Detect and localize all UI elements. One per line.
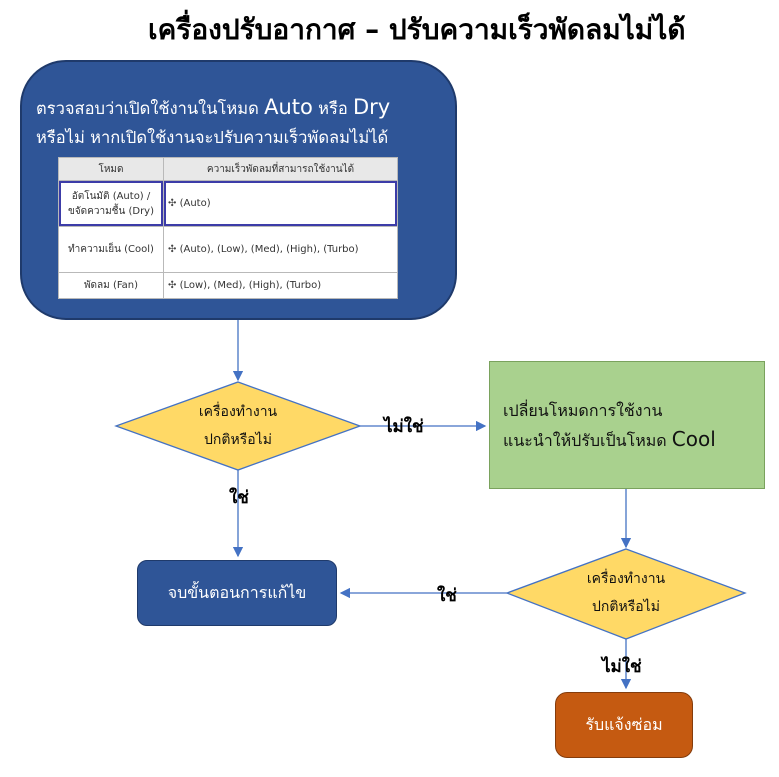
diagram-title: เครื่องปรับอากาศ – ปรับความเร็วพัดลมไม่ไ… <box>148 13 686 46</box>
fan-icon: ✣ <box>168 280 177 291</box>
end-process-box: จบขั้นตอนการแก้ไข <box>137 560 337 626</box>
label-d1-yes: ใช่ <box>229 488 249 508</box>
table-row: อัตโนมัติ (Auto) / ขจัดความชื้น (Dry) ✣ … <box>58 180 398 227</box>
speed-text: (Low), (Med), (High), (Turbo) <box>179 280 322 291</box>
decision-diamond-2 <box>505 548 747 640</box>
fan-icon: ✣ <box>168 198 177 209</box>
decision-diamond-1 <box>114 381 362 471</box>
label-d1-no: ไม่ใช่ <box>384 417 424 437</box>
decision-1-line2: ปกติหรือไม่ <box>204 432 272 448</box>
request-repair-box: รับแจ้งซ่อม <box>555 692 693 758</box>
label-d2-yes: ใช่ <box>437 586 457 606</box>
change-mode-box <box>489 361 765 489</box>
label-d2-no: ไม่ใช่ <box>602 657 642 677</box>
fan-icon: ✣ <box>168 244 177 255</box>
table-row: ทำความเย็น (Cool) ✣ (Auto), (Low), (Med)… <box>58 226 398 273</box>
decision-2-text: เครื่องทำงาน ปกติหรือไม่ <box>548 565 704 621</box>
check-mode-text: ตรวจสอบว่าเปิดใช้งานในโหมด Auto หรือ Dry… <box>36 93 446 152</box>
mode-fan-table: โหมด ความเร็วพัดลมที่สามารถใช้งานได้ อัต… <box>58 157 398 299</box>
table-header-mode: โหมด <box>58 157 164 181</box>
check-mode-line2: หรือไม่ หากเปิดใช้งานจะปรับความเร็วพัดลม… <box>36 128 389 147</box>
check-mode-auto: Auto <box>264 95 313 119</box>
table-cell-speeds: ✣ (Low), (Med), (High), (Turbo) <box>163 272 398 299</box>
table-cell-mode: ทำความเย็น (Cool) <box>58 226 164 273</box>
change-mode-text: เปลี่ยนโหมดการใช้งาน แนะนำให้ปรับเป็นโหม… <box>503 396 763 455</box>
speed-text: (Auto) <box>179 198 211 209</box>
check-mode-line1-mid: หรือ <box>312 99 353 118</box>
table-row: พัดลม (Fan) ✣ (Low), (Med), (High), (Tur… <box>58 272 398 299</box>
change-mode-line2: แนะนำให้ปรับเป็นโหมด <box>503 431 672 450</box>
decision-1-line1: เครื่องทำงาน <box>198 404 278 420</box>
decision-1-text: เครื่องทำงาน ปกติหรือไม่ <box>160 398 316 454</box>
table-header-speeds: ความเร็วพัดลมที่สามารถใช้งานได้ <box>163 157 398 181</box>
check-mode-dry: Dry <box>353 95 391 119</box>
change-mode-line1: เปลี่ยนโหมดการใช้งาน <box>503 401 663 420</box>
table-cell-speeds: ✣ (Auto) <box>163 180 398 227</box>
speed-text: (Auto), (Low), (Med), (High), (Turbo) <box>179 244 359 255</box>
change-mode-cool: Cool <box>671 427 716 451</box>
decision-2-line2: ปกติหรือไม่ <box>592 599 660 615</box>
table-cell-speeds: ✣ (Auto), (Low), (Med), (High), (Turbo) <box>163 226 398 273</box>
table-header-row: โหมด ความเร็วพัดลมที่สามารถใช้งานได้ <box>58 157 398 181</box>
check-mode-line1-pre: ตรวจสอบว่าเปิดใช้งานในโหมด <box>36 99 265 118</box>
table-cell-mode: อัตโนมัติ (Auto) / ขจัดความชื้น (Dry) <box>58 180 164 227</box>
decision-2-line1: เครื่องทำงาน <box>586 571 666 587</box>
table-cell-mode: พัดลม (Fan) <box>58 272 164 299</box>
